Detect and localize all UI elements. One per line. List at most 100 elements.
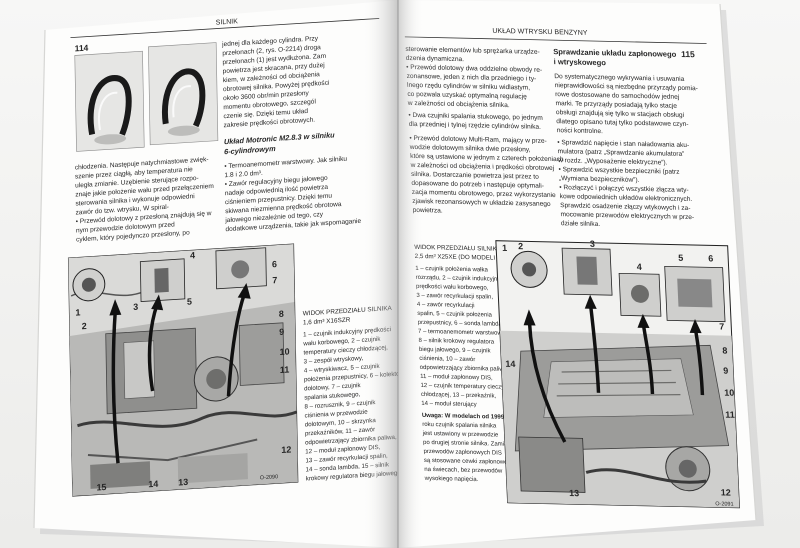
callout-r7: 7: [719, 322, 724, 332]
callout-10: 10: [279, 346, 289, 357]
svg-text:ciśnienia w przewodzie: ciśnienia w przewodzie: [305, 409, 369, 420]
callout-r4: 4: [637, 262, 642, 272]
svg-text:• Sprawdzić napięcie i stan na: • Sprawdzić napięcie i stan naładowania …: [557, 139, 689, 149]
inset-maf-sensor: [664, 265, 726, 323]
svg-text:• Przewód dolotowy Multi-Ram,: • Przewód dolotowy Multi-Ram, mający w p…: [409, 135, 547, 145]
svg-text:4 – zawór recyrkulacji: 4 – zawór recyrkulacji: [417, 302, 475, 309]
callout-r5: 5: [678, 253, 683, 263]
inset-throttle-sensor: [618, 272, 662, 317]
svg-text:mulatora (patrz „Sprawdzanie a: mulatora (patrz „Sprawdzanie akumulatora…: [558, 148, 685, 158]
svg-text:nieprawidłowości są niezbędne: nieprawidłowości są niezbędne przyrządy …: [555, 82, 698, 92]
svg-text:wodzie dolotowym silnika dwie: wodzie dolotowym silnika dwie przesłony,: [409, 144, 531, 154]
svg-text:na świecach, bez przewodów: na świecach, bez przewodów: [424, 467, 503, 475]
svg-text:które są ustawione w jednym z: które są ustawione w jednym z czterech p…: [410, 153, 564, 163]
figure-id-right: O-2091: [715, 501, 734, 507]
callout-r2: 2: [518, 241, 523, 251]
svg-text:silnika. Dostarczanie powietrz: silnika. Dostarczanie powietrza jest prz…: [411, 171, 539, 181]
callout-12: 12: [281, 444, 291, 455]
svg-text:11 – moduł zapłonowy DIS,: 11 – moduł zapłonowy DIS,: [420, 374, 493, 382]
callout-r13: 13: [569, 488, 579, 498]
inset-crank-sensor: [72, 268, 106, 302]
svg-text:3 – zespół wtryskowy,: 3 – zespół wtryskowy,: [304, 355, 364, 366]
svg-text:zonansowe, jeden z nich dla pr: zonansowe, jeden z nich dla przedniego i…: [406, 73, 536, 83]
inset-injector: [139, 258, 186, 302]
svg-text:12 – moduł zapłonowy DIS,: 12 – moduł zapłonowy DIS,: [305, 444, 380, 456]
svg-text:w zależności od obciążenia sil: w zależności od obciążenia silnika.: [407, 100, 510, 109]
svg-text:są stosowane cewki zapłonowe: są stosowane cewki zapłonowe: [424, 458, 509, 466]
callout-3: 3: [133, 302, 138, 312]
svg-text:• Dwa czujniki spalania stukow: • Dwa czujniki spalania stukowego, po je…: [408, 112, 543, 122]
svg-text:przepustnicy, 6 – sonda lambda: przepustnicy, 6 – sonda lambda,: [418, 320, 504, 328]
svg-text:Uwaga: W modelach od 1999: Uwaga: W modelach od 1999: [422, 413, 505, 421]
callout-r10: 10: [724, 388, 734, 398]
inset-egr-valve: [561, 247, 613, 296]
inset-sensor: [215, 247, 267, 290]
svg-text:rowe dostosowane do samochodów: rowe dostosowane do samochodów jednej: [555, 91, 680, 101]
callout-5: 5: [187, 296, 192, 306]
svg-text:„Wymiana bezpieczników”).: „Wymiana bezpieczników”).: [559, 175, 640, 184]
svg-text:dzenia dynamiczna.: dzenia dynamiczna.: [406, 55, 465, 63]
right-figure-caption: WIDOK PRZEDZIAŁU SILNIKA 2,5 dm³ X25XE (…: [414, 244, 513, 483]
svg-text:przewodów zapłonowych DIS: przewodów zapłonowych DIS: [423, 449, 502, 457]
svg-text:działe silnika.: działe silnika.: [561, 220, 601, 228]
svg-text:sterowanie elementów lub spręż: sterowanie elementów lub sprężarka urząd…: [405, 46, 540, 56]
throttle-photo-1: [74, 50, 145, 152]
svg-text:dlatego opisano tutaj tylko po: dlatego opisano tutaj tylko podstawowe c…: [556, 118, 688, 128]
svg-text:• Rozłączyć i połączyć wszystk: • Rozłączyć i połączyć wszystkie złącza …: [559, 184, 689, 194]
svg-text:Sprawdzić osadzenie złączy wty: Sprawdzić osadzenie złączy wtykowych i z…: [560, 202, 691, 212]
svg-text:• Przewód dolotowy dwa oddziel: • Przewód dolotowy dwa oddzielne obwody …: [406, 64, 542, 74]
svg-text:odpowietrzający zbiornika pali: odpowietrzający zbiornika paliwa,: [420, 365, 510, 373]
svg-text:dla przedniej i tylnej rzędzie: dla przedniej i tylnej rzędzie cylindrów…: [409, 121, 542, 131]
callout-1: 1: [75, 307, 80, 317]
callout-r1: 1: [502, 243, 507, 253]
svg-text:zjawisk rezonansowych w układz: zjawisk rezonansowych w układzie zasysan…: [412, 198, 551, 208]
svg-text:zacja momentu obrotowego, prze: zacja momentu obrotowego, przez wykorzys…: [412, 189, 557, 199]
svg-text:przekaźników, 11 – zawór: przekaźników, 11 – zawór: [305, 426, 375, 437]
engine-bay-figure-left: 1 2 3 4 5 6 7 8 9 10 11 12 13 14 15 O-20…: [67, 243, 299, 497]
svg-text:dolotowym, 10 – skrzynka: dolotowym, 10 – skrzynka: [305, 417, 377, 428]
callout-r14: 14: [505, 359, 515, 369]
svg-text:co pozwala uzyskać optymalną r: co pozwala uzyskać optymalną regulację: [407, 91, 527, 101]
callout-6: 6: [272, 259, 277, 269]
right-page-number: 115: [681, 49, 695, 59]
right-running-header: UKŁAD WTRYSKU BENZYNY: [492, 28, 588, 37]
left-page-number: 114: [75, 43, 89, 54]
svg-text:2,5 dm³ X25XE (DO MODELI 1999): 2,5 dm³ X25XE (DO MODELI 1999): [415, 253, 513, 262]
svg-text:1,6 dm³ X16SZR: 1,6 dm³ X16SZR: [303, 317, 351, 327]
svg-text:rozrządu, 2 – czujnik indukcyj: rozrządu, 2 – czujnik indukcyjny: [416, 275, 501, 283]
section-title-ignition: Sprawdzanie układu zapłonowego: [553, 47, 677, 59]
callout-8: 8: [279, 309, 284, 319]
svg-text:dolotowy, 7 – czujnik: dolotowy, 7 – czujnik: [304, 382, 361, 393]
svg-text:marki. Te przyrządy posiadają: marki. Te przyrządy posiadają tylko stac…: [555, 100, 677, 110]
svg-text:1.8 i 2.0 dm³.: 1.8 i 2.0 dm³.: [224, 170, 263, 179]
svg-text:12 – czujnik temperatury ciecz: 12 – czujnik temperatury cieczy: [420, 383, 504, 391]
section-title-motronic-2: 6-cylindrowym: [224, 144, 276, 156]
svg-text:po drugiej stronie silnika. Za: po drugiej stronie silnika. Zamiast: [423, 440, 513, 448]
engine-bay-figure-right: 1 2 3 4 5 6 7 8 9 10 11 12 13 14 O-2091: [495, 239, 740, 509]
svg-text:spalania stukowego,: spalania stukowego,: [304, 391, 360, 402]
callout-13: 13: [178, 477, 188, 488]
svg-text:roku czujnik spalania silnika: roku czujnik spalania silnika: [422, 422, 497, 430]
svg-text:14 – moduł sterujący: 14 – moduł sterujący: [421, 401, 477, 408]
svg-text:WIDOK PRZEDZIAŁU SILNIKA: WIDOK PRZEDZIAŁU SILNIKA: [414, 244, 502, 253]
svg-text:chłodzącej, 13 – przekaźnik,: chłodzącej, 13 – przekaźnik,: [421, 392, 497, 400]
svg-text:lnego rzędu cylindrów w silnik: lnego rzędu cylindrów w silniku widlasty…: [407, 82, 530, 92]
svg-text:jest ustawiony w przewodzie: jest ustawiony w przewodzie: [422, 431, 500, 439]
svg-text:kowe odpowiednich układów elek: kowe odpowiednich układów elektronicznyc…: [560, 193, 693, 203]
svg-text:prędkości wału korbowego,: prędkości wału korbowego,: [416, 284, 489, 292]
throttle-photo-2: [148, 42, 219, 146]
svg-text:4 – wtryskiwacz, 5 – czujnik: 4 – wtryskiwacz, 5 – czujnik: [304, 363, 381, 375]
callout-r9: 9: [723, 366, 728, 376]
callout-14: 14: [148, 479, 158, 490]
svg-text:wysokiego napięcia.: wysokiego napięcia.: [424, 476, 479, 483]
svg-text:w zależności od obciążenia i p: w zależności od obciążenia i prędkości o…: [409, 162, 554, 172]
svg-text:powietrza.: powietrza.: [413, 207, 444, 215]
callout-r11: 11: [725, 410, 735, 420]
right-col2-text: Do systematycznego wykrywania i usuwania…: [554, 73, 698, 228]
inset-cam-sensor: [510, 250, 548, 288]
svg-text:1 – czujnik położenia wałka: 1 – czujnik położenia wałka: [415, 266, 489, 274]
svg-text:mocowanie przewodów elektryczn: mocowanie przewodów elektrycznych w prze…: [560, 211, 694, 221]
svg-text:ności kontrolne.: ności kontrolne.: [557, 127, 604, 135]
